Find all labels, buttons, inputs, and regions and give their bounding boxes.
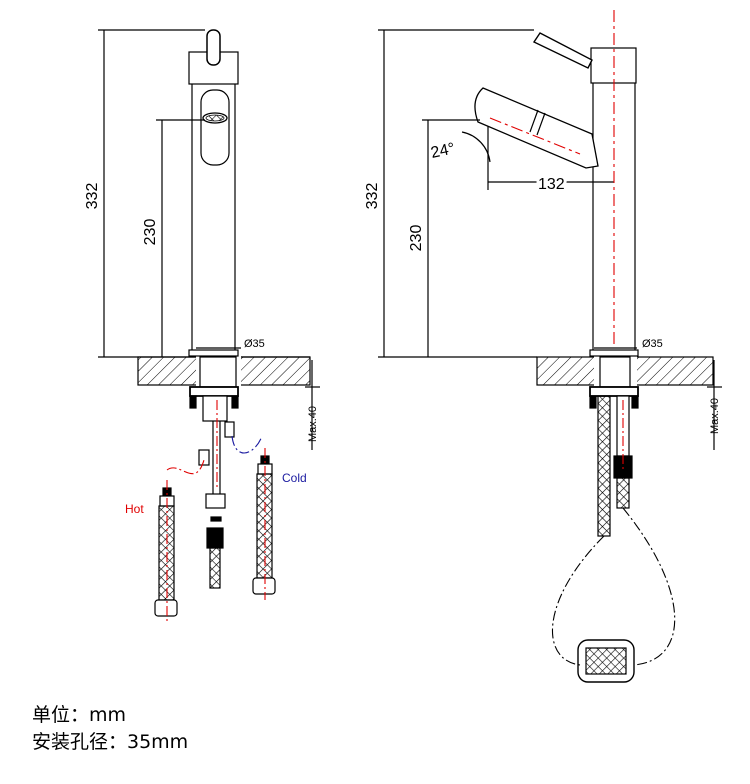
left-handle [206, 29, 221, 66]
hot-label: Hot [125, 502, 144, 516]
left-hole-diameter-label: Ø35 [244, 338, 265, 350]
drawing-notes: 单位：mm 安装孔径：35mm [32, 702, 188, 756]
hole-size-note: 安装孔径：35mm [32, 731, 189, 753]
pull-out-spout [474, 87, 599, 169]
right-height-spout-label: 230 [408, 225, 425, 252]
right-handle [532, 32, 593, 69]
left-view [98, 29, 320, 617]
spout-reach-label: 132 [538, 176, 565, 193]
cold-label: Cold [282, 471, 307, 485]
right-height-total-label: 332 [364, 183, 381, 210]
left-height-spout-label: 230 [142, 219, 159, 246]
right-hole-diameter-label: Ø35 [642, 338, 663, 350]
right-max-thickness-label: Max.40 [709, 398, 721, 434]
right-view [378, 29, 722, 683]
left-height-total-label: 332 [84, 183, 101, 210]
spout-angle-label: 24° [429, 140, 456, 162]
unit-note: 单位：mm [32, 704, 127, 726]
left-max-thickness-label: Max.40 [307, 406, 319, 442]
